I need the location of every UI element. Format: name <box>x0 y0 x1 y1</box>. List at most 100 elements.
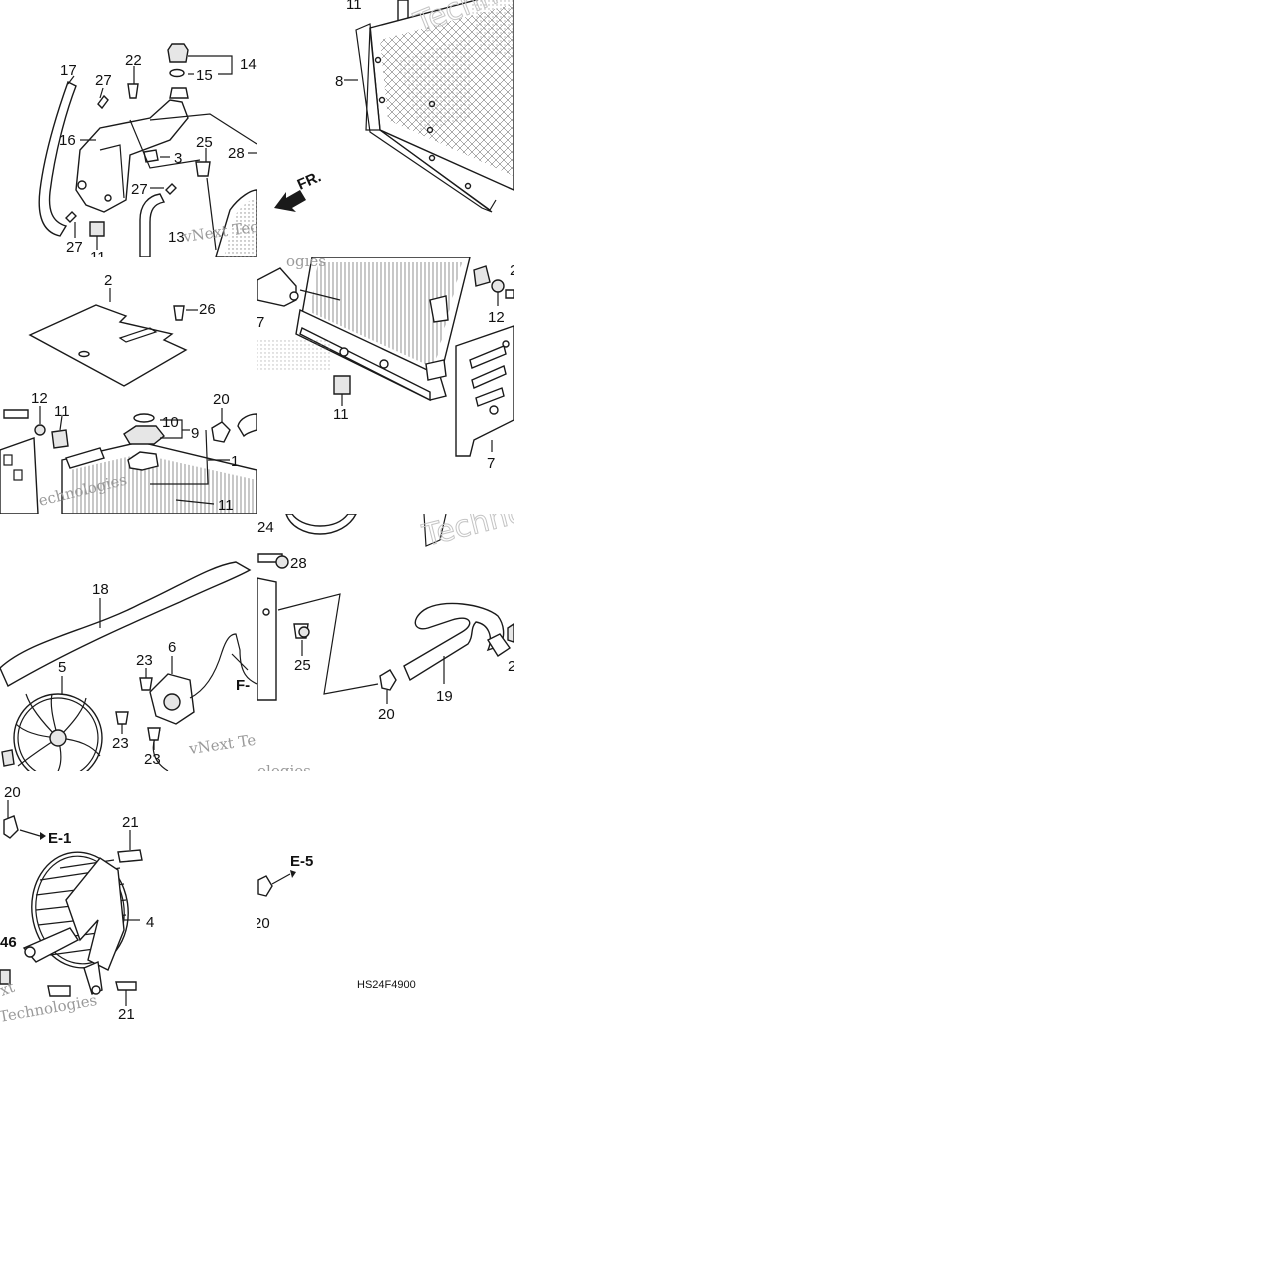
clamp-20b <box>379 669 397 691</box>
tile-radiator-top: 2 26 12 11 10 9 20 1 11 echnologies <box>0 272 257 514</box>
callout-11: 11 <box>346 0 362 13</box>
callout-6: 6 <box>168 639 176 656</box>
callout-23: 23 <box>112 735 129 752</box>
callout-20: 20 <box>213 391 230 408</box>
tile-fan-shroud: E-1 20 21 4 21 46 Technologies xt <box>0 784 154 1026</box>
callout-28: 28 <box>290 555 307 572</box>
callout-20: 20 <box>253 915 270 932</box>
clamp-20d <box>257 875 273 897</box>
bracket-left <box>0 437 39 514</box>
screen-frame <box>355 23 493 213</box>
bracket-7 <box>455 325 514 457</box>
bolt-23c <box>147 727 161 741</box>
callout-5: 5 <box>58 659 66 676</box>
watermark: Technologies <box>0 991 98 1026</box>
callout-10: 10 <box>162 414 179 431</box>
hose-13 <box>139 193 166 257</box>
callout-26: 26 <box>199 301 216 318</box>
wire-right <box>423 514 447 547</box>
tile-hose-lower: 24 28 25 20 19 2 Techno ologies <box>257 495 529 780</box>
callout-8: 8 <box>335 73 343 90</box>
callout-4: 4 <box>146 914 154 931</box>
shroud-frame <box>65 857 125 971</box>
tile-clamp: E-5 20 HS24F4900 <box>253 853 416 991</box>
watermark: ogies <box>286 252 326 270</box>
callout-9: 9 <box>191 425 199 442</box>
callout-20: 20 <box>378 706 395 723</box>
cover-plate <box>28 304 188 387</box>
drawing-code: HS24F4900 <box>357 979 416 991</box>
callout-19: 19 <box>436 688 453 705</box>
cap-seal-10 <box>133 413 155 423</box>
bolt-12 <box>3 409 29 419</box>
callout-15: 15 <box>196 67 213 84</box>
bolt-21c <box>47 985 71 997</box>
ref-e5: E-5 <box>290 853 313 870</box>
callout-11: 11 <box>54 403 70 420</box>
callout-1: 1 <box>231 453 239 470</box>
watermark: ologies <box>257 762 311 780</box>
callout-22: 22 <box>125 52 142 69</box>
grommet-11b <box>333 375 351 395</box>
radiator-cap <box>123 425 165 445</box>
front-label: FR. <box>295 168 324 193</box>
callout-3: 3 <box>174 150 182 167</box>
callout-17: 17 <box>60 62 77 79</box>
hose-17 <box>38 81 77 237</box>
callout-2: 2 <box>510 262 518 279</box>
tile-radiator-shroud: 7 12 11 7 2 ogies <box>257 252 518 472</box>
callout-23: 23 <box>136 652 153 669</box>
bolt-21a <box>117 849 143 863</box>
grommet-11 <box>89 221 105 237</box>
hose-19 <box>403 602 505 682</box>
hose-18 <box>0 561 252 687</box>
grommet-11c <box>473 265 491 287</box>
watermark: Techno <box>418 495 529 554</box>
callout-21: 21 <box>118 1006 135 1023</box>
callout-18: 18 <box>92 581 109 598</box>
bolt-21b <box>115 981 137 991</box>
clip-3 <box>143 149 159 163</box>
callout-28: 28 <box>228 145 245 162</box>
callout-21: 21 <box>122 814 139 831</box>
radiator-lower-tank <box>295 308 447 401</box>
callout-24: 24 <box>257 519 274 536</box>
clamp-20c <box>3 815 19 839</box>
ref-e1: E-1 <box>48 830 71 847</box>
callout-27: 27 <box>95 72 112 89</box>
filler-neck <box>169 87 189 99</box>
bracket-left-7 <box>257 267 297 307</box>
tile-fan-upper: F- 18 5 23 6 23 23 vNext Tec <box>0 561 257 771</box>
hose-24 <box>285 514 357 535</box>
callout-16: 16 <box>59 132 76 149</box>
callout-2: 2 <box>104 272 112 289</box>
callout-27: 27 <box>66 239 83 256</box>
bracket-shroud <box>257 577 277 701</box>
hose-end <box>237 413 257 438</box>
clip-27b <box>165 183 177 195</box>
motor-wire <box>189 633 257 699</box>
watermark: xt <box>0 978 17 1000</box>
callout-13: 13 <box>168 229 185 246</box>
clip-27a <box>97 94 109 110</box>
callout-11: 11 <box>90 249 106 266</box>
callout-46: 46 <box>0 934 17 951</box>
callout-12: 12 <box>31 390 48 407</box>
callout-14: 14 <box>240 56 257 73</box>
cap-seal <box>169 68 185 78</box>
front-arrow <box>274 190 306 212</box>
tile-reserve-tank: 17 27 22 14 15 16 3 25 28 27 27 13 11 vN… <box>38 43 257 266</box>
bolt-23a <box>139 677 153 691</box>
bolt-22 <box>127 83 139 99</box>
callout-25: 25 <box>294 657 311 674</box>
callout-23: 23 <box>144 751 161 768</box>
bolt-25 <box>195 161 211 177</box>
bolt-23b <box>115 711 129 725</box>
ref-f: F- <box>236 677 250 694</box>
screw-26 <box>173 305 185 321</box>
callout-20: 20 <box>4 784 21 801</box>
callout-11: 11 <box>333 406 349 423</box>
callout-27: 27 <box>131 181 148 198</box>
tile-radiator-screen: FR. Techn 11 8 <box>274 0 514 213</box>
